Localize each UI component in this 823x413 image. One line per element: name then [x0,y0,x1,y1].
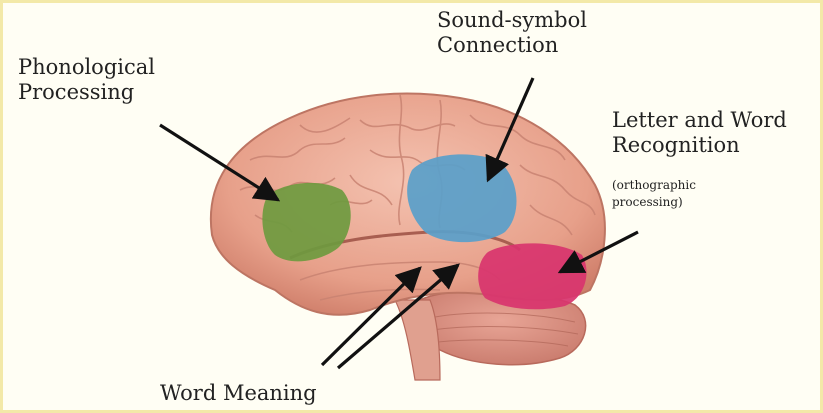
label-sound-symbol: Sound-symbol Connection [437,8,587,58]
label-letter-word: Letter and Word Recognition [612,108,787,158]
label-phonological: Phonological Processing [18,55,155,105]
label-letter-word-line1: Letter and Word [612,108,787,133]
region-letter-word [478,243,586,309]
label-letter-word-sub: (orthographic processing) [612,177,696,212]
label-phonological-line1: Phonological [18,55,155,80]
region-sound-symbol [407,154,516,242]
label-phonological-line2: Processing [18,80,155,105]
label-word-meaning: Word Meaning [160,381,317,406]
label-sound-symbol-line1: Sound-symbol [437,8,587,33]
label-letter-word-sub1: (orthographic [612,177,696,194]
label-sound-symbol-line2: Connection [437,33,587,58]
label-letter-word-line2: Recognition [612,133,787,158]
label-letter-word-sub2: processing) [612,194,696,211]
